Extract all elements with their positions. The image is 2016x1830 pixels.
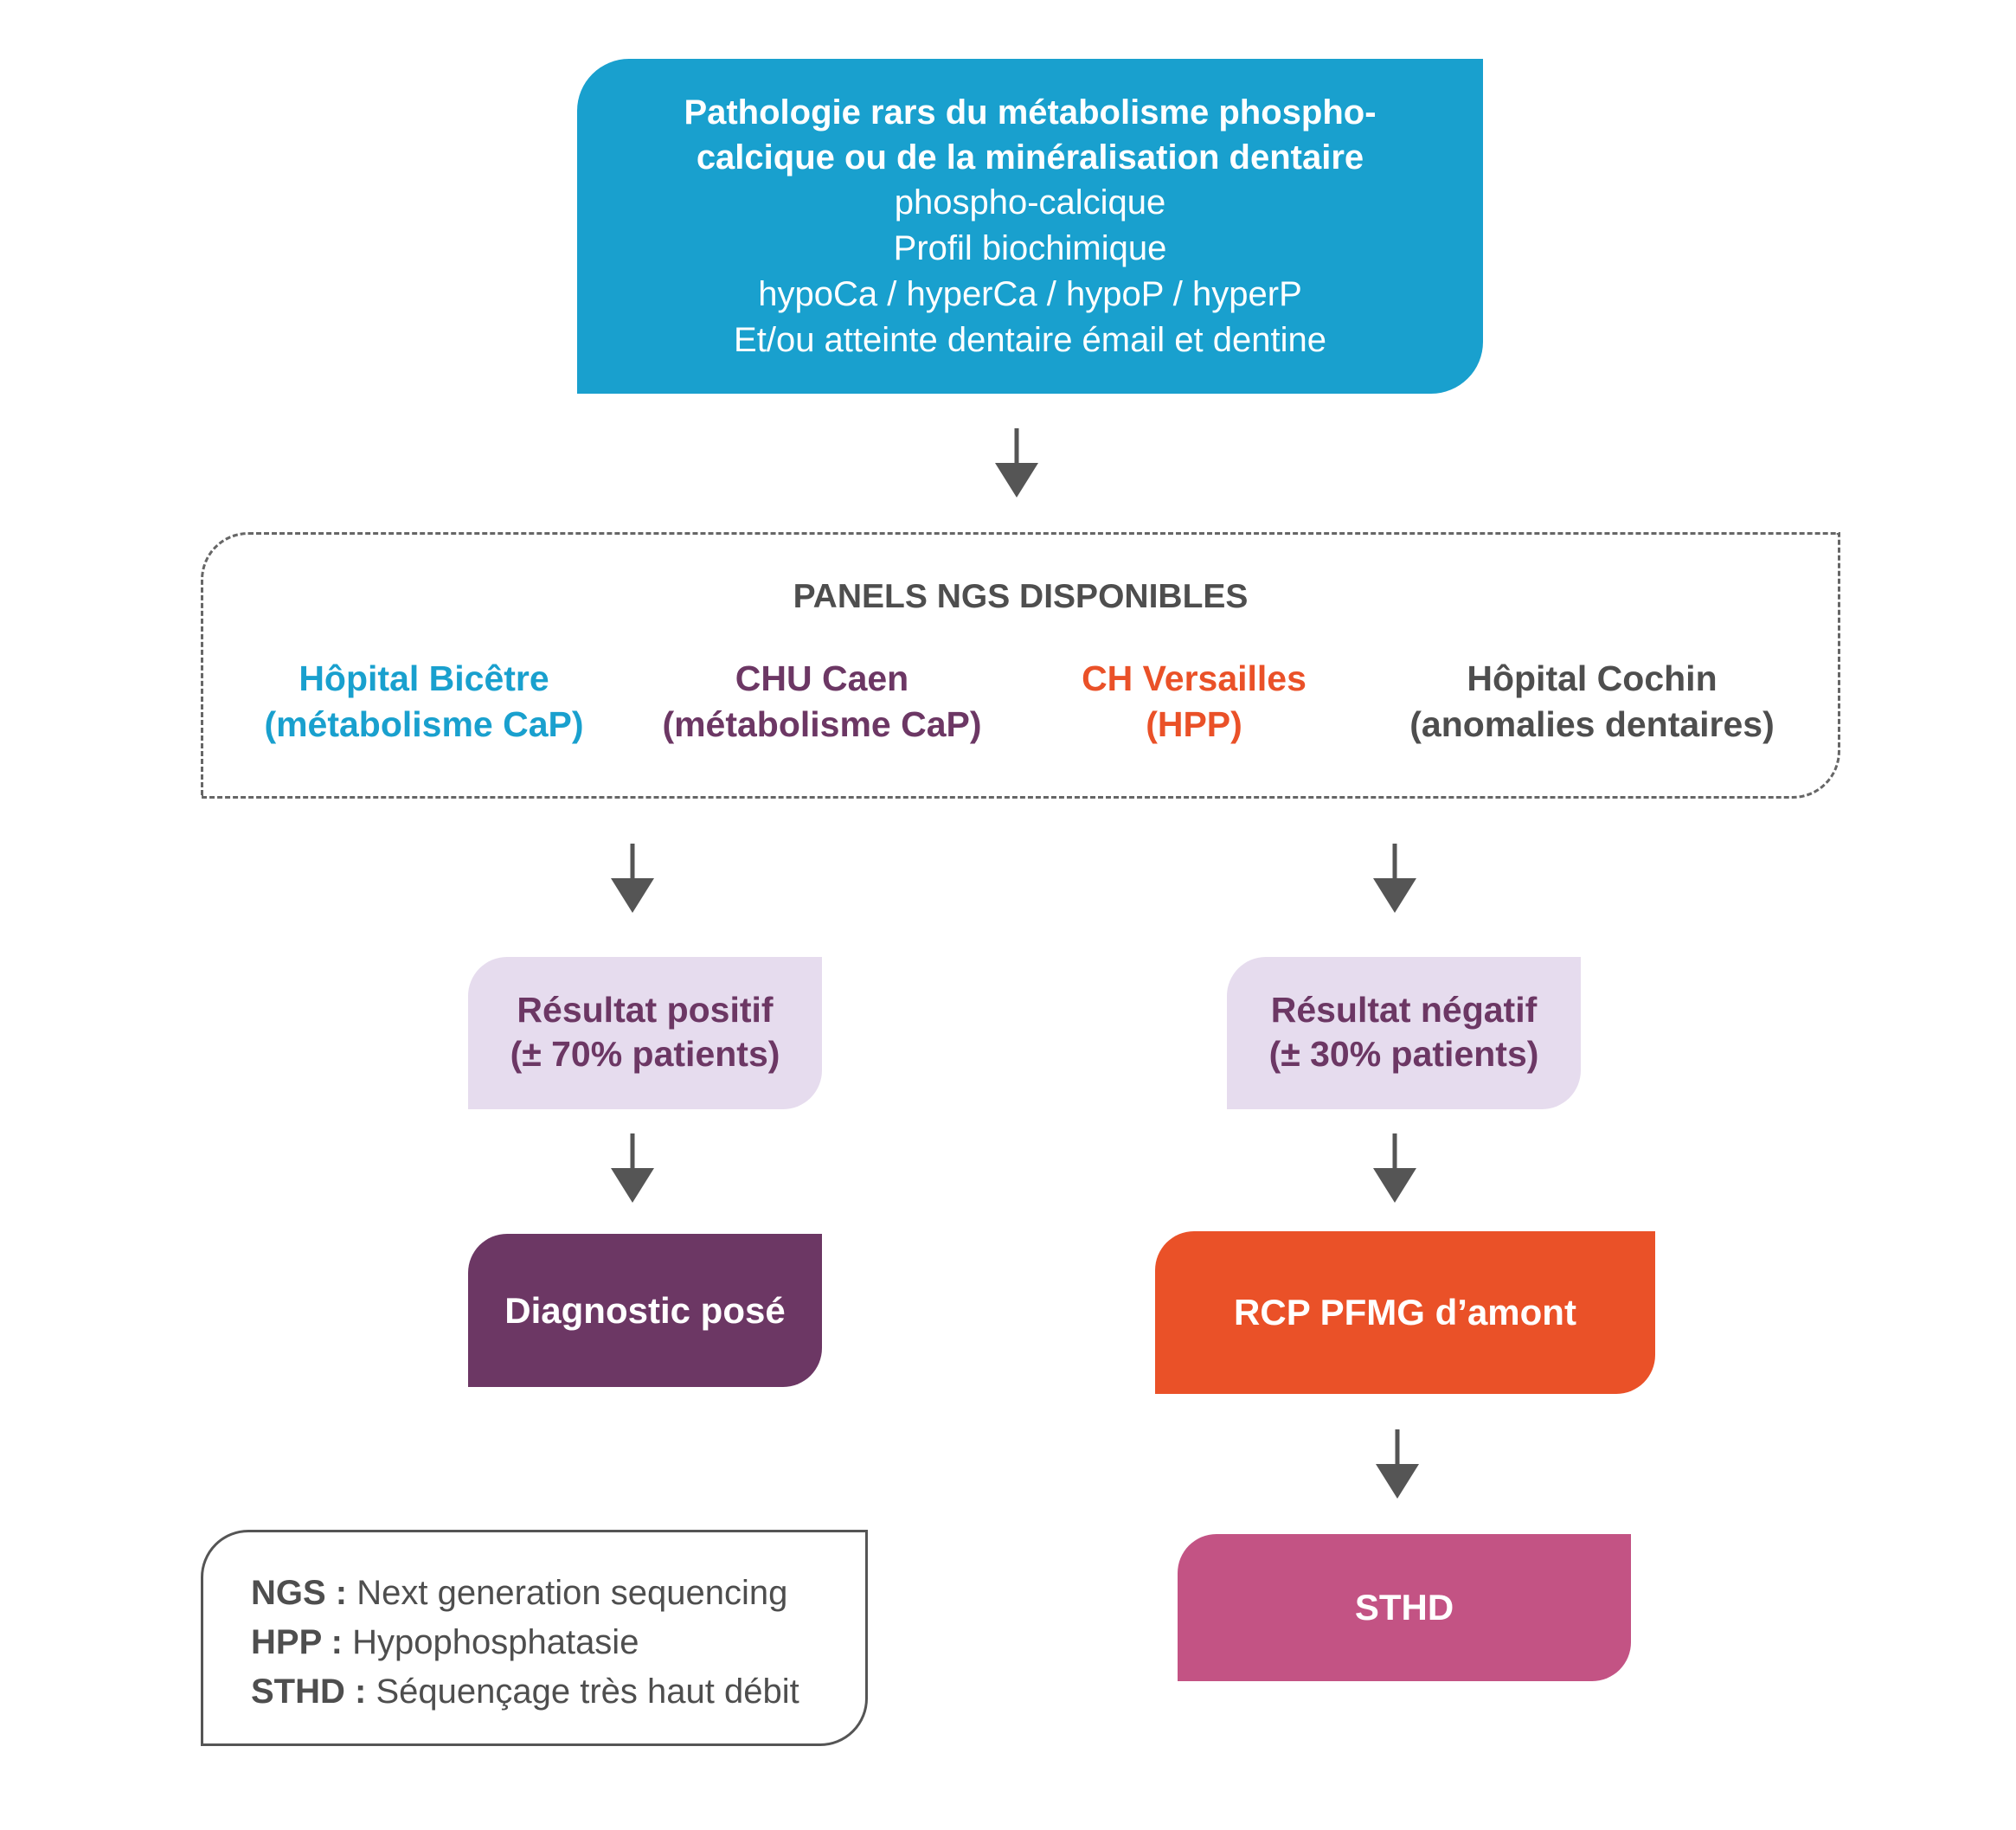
top-line-phospho: phospho-calcique bbox=[894, 183, 1166, 222]
legend-term: STHD : bbox=[251, 1673, 367, 1711]
legend-definition: Next generation sequencing bbox=[356, 1574, 788, 1612]
top-line-hypo: hypoCa / hyperCa / hypoP / hyperP bbox=[758, 275, 1302, 313]
hospital-name: CHU Caen bbox=[735, 658, 909, 698]
legend-definition: Hypophosphatasie bbox=[352, 1623, 639, 1661]
result-positive-percent: (± 70% patients) bbox=[510, 1034, 780, 1074]
hospital-bicetre: Hôpital Bicêtre (métabolisme CaP) bbox=[234, 656, 614, 748]
hospital-specialty: (métabolisme CaP) bbox=[662, 704, 982, 744]
rcp-pfmg-label: RCP PFMG d’amont bbox=[1234, 1292, 1576, 1332]
arrow-down-icon bbox=[1373, 844, 1416, 913]
result-negative-box: Résultat négatif (± 30% patients) bbox=[1227, 957, 1581, 1109]
legend-row-ngs: NGS : Next generation sequencing bbox=[251, 1569, 865, 1618]
arrow-down-icon bbox=[995, 428, 1038, 498]
hospital-name: Hôpital Bicêtre bbox=[299, 658, 549, 698]
top-line-profil: Profil biochimique bbox=[893, 229, 1167, 267]
arrow-down-icon bbox=[611, 1133, 654, 1203]
rcp-pfmg-box: RCP PFMG d’amont bbox=[1155, 1231, 1655, 1394]
top-title-line1: Pathologie rars du métabolisme phospho- bbox=[684, 93, 1377, 132]
arrow-down-icon bbox=[611, 844, 654, 913]
hospital-cochin: Hôpital Cochin (anomalies dentaires) bbox=[1384, 656, 1800, 748]
result-positive-box: Résultat positif (± 70% patients) bbox=[468, 957, 822, 1109]
hospital-name: Hôpital Cochin bbox=[1467, 658, 1717, 698]
hospital-versailles: CH Versailles (HPP) bbox=[1004, 656, 1384, 748]
result-positive-label: Résultat positif bbox=[517, 990, 774, 1030]
sthd-label: STHD bbox=[1354, 1587, 1454, 1628]
hospital-specialty: (HPP) bbox=[1146, 704, 1242, 744]
result-negative-percent: (± 30% patients) bbox=[1268, 1034, 1539, 1074]
hospital-name: CH Versailles bbox=[1082, 658, 1307, 698]
top-box-pathologie: Pathologie rars du métabolisme phospho- … bbox=[577, 59, 1483, 394]
hospital-specialty: (anomalies dentaires) bbox=[1409, 704, 1775, 744]
top-line-dentaire: Et/ou atteinte dentaire émail et dentine bbox=[734, 321, 1326, 359]
diagnostic-pose-label: Diagnostic posé bbox=[504, 1289, 786, 1331]
legend-term: HPP : bbox=[251, 1623, 343, 1661]
diagnostic-pose-box: Diagnostic posé bbox=[468, 1234, 822, 1387]
arrow-down-icon bbox=[1376, 1429, 1419, 1499]
hospital-caen: CHU Caen (métabolisme CaP) bbox=[632, 656, 1012, 748]
legend-term: NGS : bbox=[251, 1574, 348, 1612]
legend-row-sthd: STHD : Séquençage très haut débit bbox=[251, 1667, 865, 1717]
legend-definition: Séquençage très haut débit bbox=[376, 1673, 799, 1711]
panels-ngs-box bbox=[201, 532, 1840, 799]
legend-row-hpp: HPP : Hypophosphatasie bbox=[251, 1618, 865, 1667]
legend-box: NGS : Next generation sequencing HPP : H… bbox=[201, 1530, 868, 1746]
hospital-specialty: (métabolisme CaP) bbox=[264, 704, 584, 744]
result-negative-label: Résultat négatif bbox=[1270, 990, 1538, 1030]
top-title-line2: calcique ou de la minéralisation dentair… bbox=[696, 138, 1364, 177]
sthd-box: STHD bbox=[1178, 1534, 1631, 1681]
arrow-down-icon bbox=[1373, 1133, 1416, 1203]
panels-title: PANELS NGS DISPONIBLES bbox=[793, 578, 1249, 615]
